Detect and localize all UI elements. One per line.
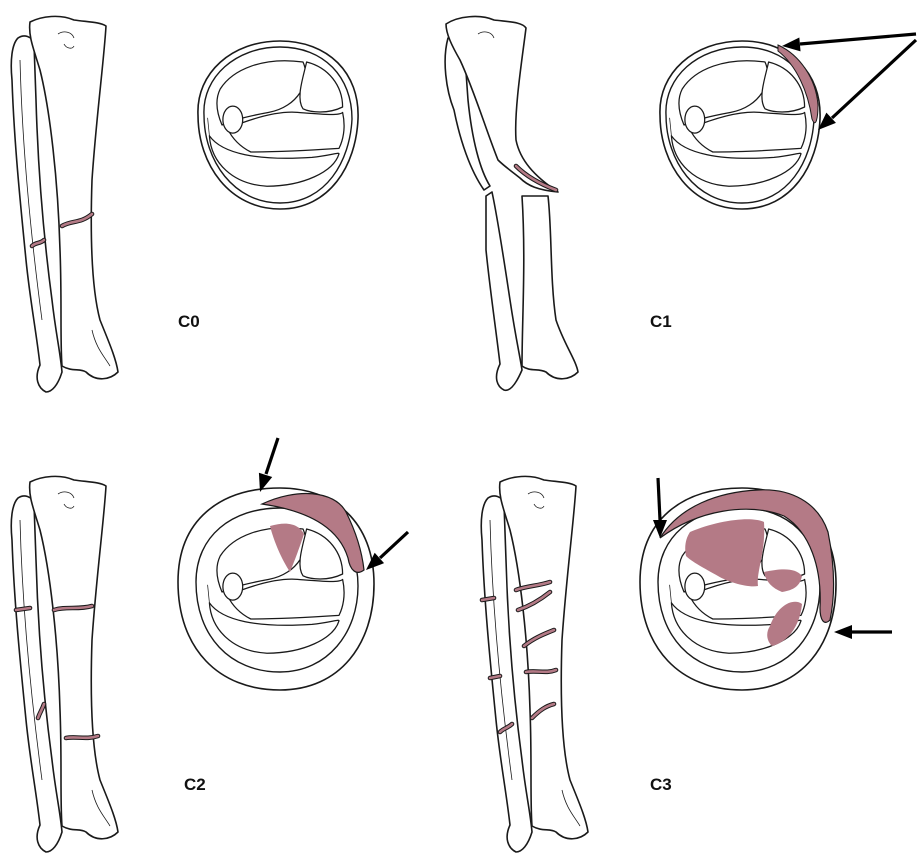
ulna-distal-c1 xyxy=(486,192,522,390)
panel-c3: C3 xyxy=(481,476,892,852)
forearm-bones-c1 xyxy=(445,17,578,391)
cross-section-c2 xyxy=(178,488,374,690)
forearm-bones-c3 xyxy=(481,476,588,852)
arrow-c2-upper xyxy=(253,438,278,494)
panel-label-c3: C3 xyxy=(650,775,672,794)
arrow-c1-upper xyxy=(781,34,916,53)
cross-section-c0 xyxy=(198,41,358,209)
panel-label-c2: C2 xyxy=(184,775,206,794)
panel-label-c1: C1 xyxy=(650,312,672,331)
forearm-bones-c2 xyxy=(11,476,118,852)
arrow-c3-right xyxy=(834,625,892,639)
radius-distal-c1 xyxy=(522,196,578,379)
cross-section-c3 xyxy=(640,488,836,690)
panel-label-c0: C0 xyxy=(178,312,200,331)
forearm-bones-c0 xyxy=(11,16,118,392)
cross-section-c1 xyxy=(660,41,820,209)
panel-c0: C0 xyxy=(11,16,358,392)
panel-c2: C2 xyxy=(11,438,408,852)
panel-c1: C1 xyxy=(445,17,916,391)
arrow-c1-lower xyxy=(813,40,916,135)
